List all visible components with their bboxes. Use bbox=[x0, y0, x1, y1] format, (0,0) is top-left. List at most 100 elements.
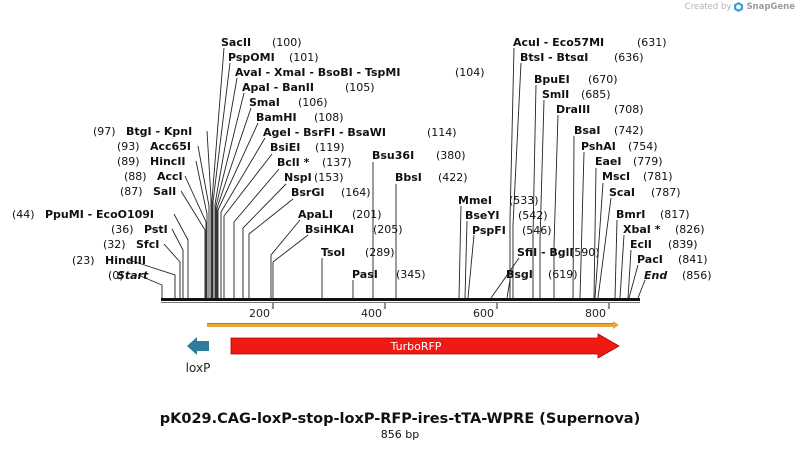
site-name: PasI bbox=[352, 268, 378, 281]
site-name: ApaLI bbox=[298, 208, 333, 221]
sites-right: BsaI (742) PshAI (754) EaeI (779) MscI (… bbox=[574, 124, 712, 282]
site-position: (114) bbox=[427, 126, 457, 139]
site-position: (36) bbox=[111, 223, 134, 236]
site-position: (546) bbox=[522, 224, 552, 237]
site-position: (636) bbox=[614, 51, 644, 64]
site-position: (742) bbox=[614, 124, 644, 137]
site-position: (100) bbox=[272, 36, 302, 49]
site-name: PshAI bbox=[581, 140, 616, 153]
orf-line bbox=[207, 321, 619, 329]
sites-upper: SacII (100) PspOMI (101) AvaI - XmaI - B… bbox=[221, 36, 485, 281]
site-position: (106) bbox=[298, 96, 328, 109]
ruler-labels: 200 400 600 800 bbox=[249, 307, 606, 320]
site-name: PpuMI - EcoO109I bbox=[45, 208, 154, 221]
turborfp-label: TurboRFP bbox=[390, 340, 442, 353]
site-name: BtgI - KpnI bbox=[126, 125, 192, 138]
turborfp-feature[interactable]: TurboRFP bbox=[230, 333, 620, 359]
site-name: AcuI - Eco57MI bbox=[513, 36, 604, 49]
site-name: Start bbox=[117, 269, 149, 282]
site-name: BsrGI bbox=[291, 186, 324, 199]
site-position: (101) bbox=[289, 51, 319, 64]
site-position: (542) bbox=[518, 209, 548, 222]
site-name: BmrI bbox=[616, 208, 645, 221]
site-name: AccI bbox=[157, 170, 183, 183]
site-position: (708) bbox=[614, 103, 644, 116]
site-name: BsiEI bbox=[270, 141, 300, 154]
loxp-label: loxP bbox=[186, 361, 211, 375]
site-name: ScaI bbox=[609, 186, 635, 199]
site-position: (289) bbox=[365, 246, 395, 259]
site-name: BclI * bbox=[277, 156, 310, 169]
site-name: AvaI - XmaI - BsoBI - TspMI bbox=[235, 66, 400, 79]
site-position: (104) bbox=[455, 66, 485, 79]
map-subtitle: 856 bp bbox=[381, 428, 419, 441]
site-name: NspI bbox=[284, 171, 312, 184]
site-position: (97) bbox=[93, 125, 116, 138]
ruler-tick-label: 200 bbox=[249, 307, 270, 320]
site-name: SfcI bbox=[136, 238, 159, 251]
site-position: (856) bbox=[682, 269, 712, 282]
site-name: MmeI bbox=[458, 194, 492, 207]
site-name: SacII bbox=[221, 36, 251, 49]
ruler-tick-label: 800 bbox=[585, 307, 606, 320]
site-name: BtsI - BtsαI bbox=[520, 51, 588, 64]
loxp-feature[interactable]: loxP bbox=[186, 337, 211, 375]
site-name: XbaI * bbox=[623, 223, 661, 236]
sequence-bar bbox=[161, 298, 640, 303]
site-name: EclI bbox=[630, 238, 652, 251]
site-position: (205) bbox=[373, 223, 403, 236]
site-position: (345) bbox=[396, 268, 426, 281]
site-name: BseYI bbox=[465, 209, 499, 222]
site-position: (826) bbox=[675, 223, 705, 236]
site-name: SalI bbox=[153, 185, 176, 198]
site-name: PspOMI bbox=[228, 51, 275, 64]
site-position: (164) bbox=[341, 186, 371, 199]
site-name: BpuEI bbox=[534, 73, 570, 86]
site-position: (153) bbox=[314, 171, 344, 184]
site-name: BbsI bbox=[395, 171, 422, 184]
site-position: (422) bbox=[438, 171, 468, 184]
site-name: BsiHKAI bbox=[305, 223, 354, 236]
site-name: Bsu36I bbox=[372, 149, 414, 162]
site-name: Acc65I bbox=[150, 140, 191, 153]
site-position: (841) bbox=[678, 253, 708, 266]
ruler-ticks bbox=[272, 303, 610, 309]
site-name: BsaI bbox=[574, 124, 600, 137]
snapgene-logo-icon bbox=[734, 2, 744, 12]
site-name: End bbox=[644, 269, 667, 282]
sites-right-middle: AcuI - Eco57MI (631) BtsI - BtsαI (636) … bbox=[458, 36, 667, 281]
site-position: (631) bbox=[637, 36, 667, 49]
site-name: BamHI bbox=[256, 111, 297, 124]
site-position: (88) bbox=[124, 170, 147, 183]
site-position: (119) bbox=[315, 141, 345, 154]
site-position: (817) bbox=[660, 208, 690, 221]
site-position: (201) bbox=[352, 208, 382, 221]
site-position: (787) bbox=[651, 186, 681, 199]
site-position: (670) bbox=[588, 73, 618, 86]
ruler-tick-label: 400 bbox=[361, 307, 382, 320]
site-connector-lines bbox=[128, 47, 646, 299]
site-position: (32) bbox=[103, 238, 126, 251]
site-name: MscI bbox=[602, 170, 630, 183]
site-position: (685) bbox=[581, 88, 611, 101]
site-position: (23) bbox=[72, 254, 95, 267]
site-position: (590) bbox=[570, 246, 600, 259]
site-name: PacI bbox=[637, 253, 663, 266]
map-title: pK029.CAG-loxP-stop-loxP-RFP-ires-tTA-WP… bbox=[160, 411, 640, 427]
site-position: (839) bbox=[668, 238, 698, 251]
site-position: (779) bbox=[633, 155, 663, 168]
site-position: (44) bbox=[12, 208, 35, 221]
snapgene-credit: Created by SnapGene bbox=[685, 2, 795, 12]
site-name: DraIII bbox=[556, 103, 590, 116]
site-name: ApaI - BanII bbox=[242, 81, 314, 94]
loxp-arrow-icon bbox=[187, 337, 209, 355]
site-position: (108) bbox=[314, 111, 344, 124]
site-name: EaeI bbox=[595, 155, 622, 168]
site-name: BsgI bbox=[506, 268, 533, 281]
site-position: (781) bbox=[643, 170, 673, 183]
sites-left: (0) Start (23) HindIII (32) SfcI (36) Ps… bbox=[12, 125, 192, 282]
site-position: (105) bbox=[345, 81, 375, 94]
site-name: SfiI - BglI bbox=[517, 246, 574, 259]
site-position: (754) bbox=[628, 140, 658, 153]
